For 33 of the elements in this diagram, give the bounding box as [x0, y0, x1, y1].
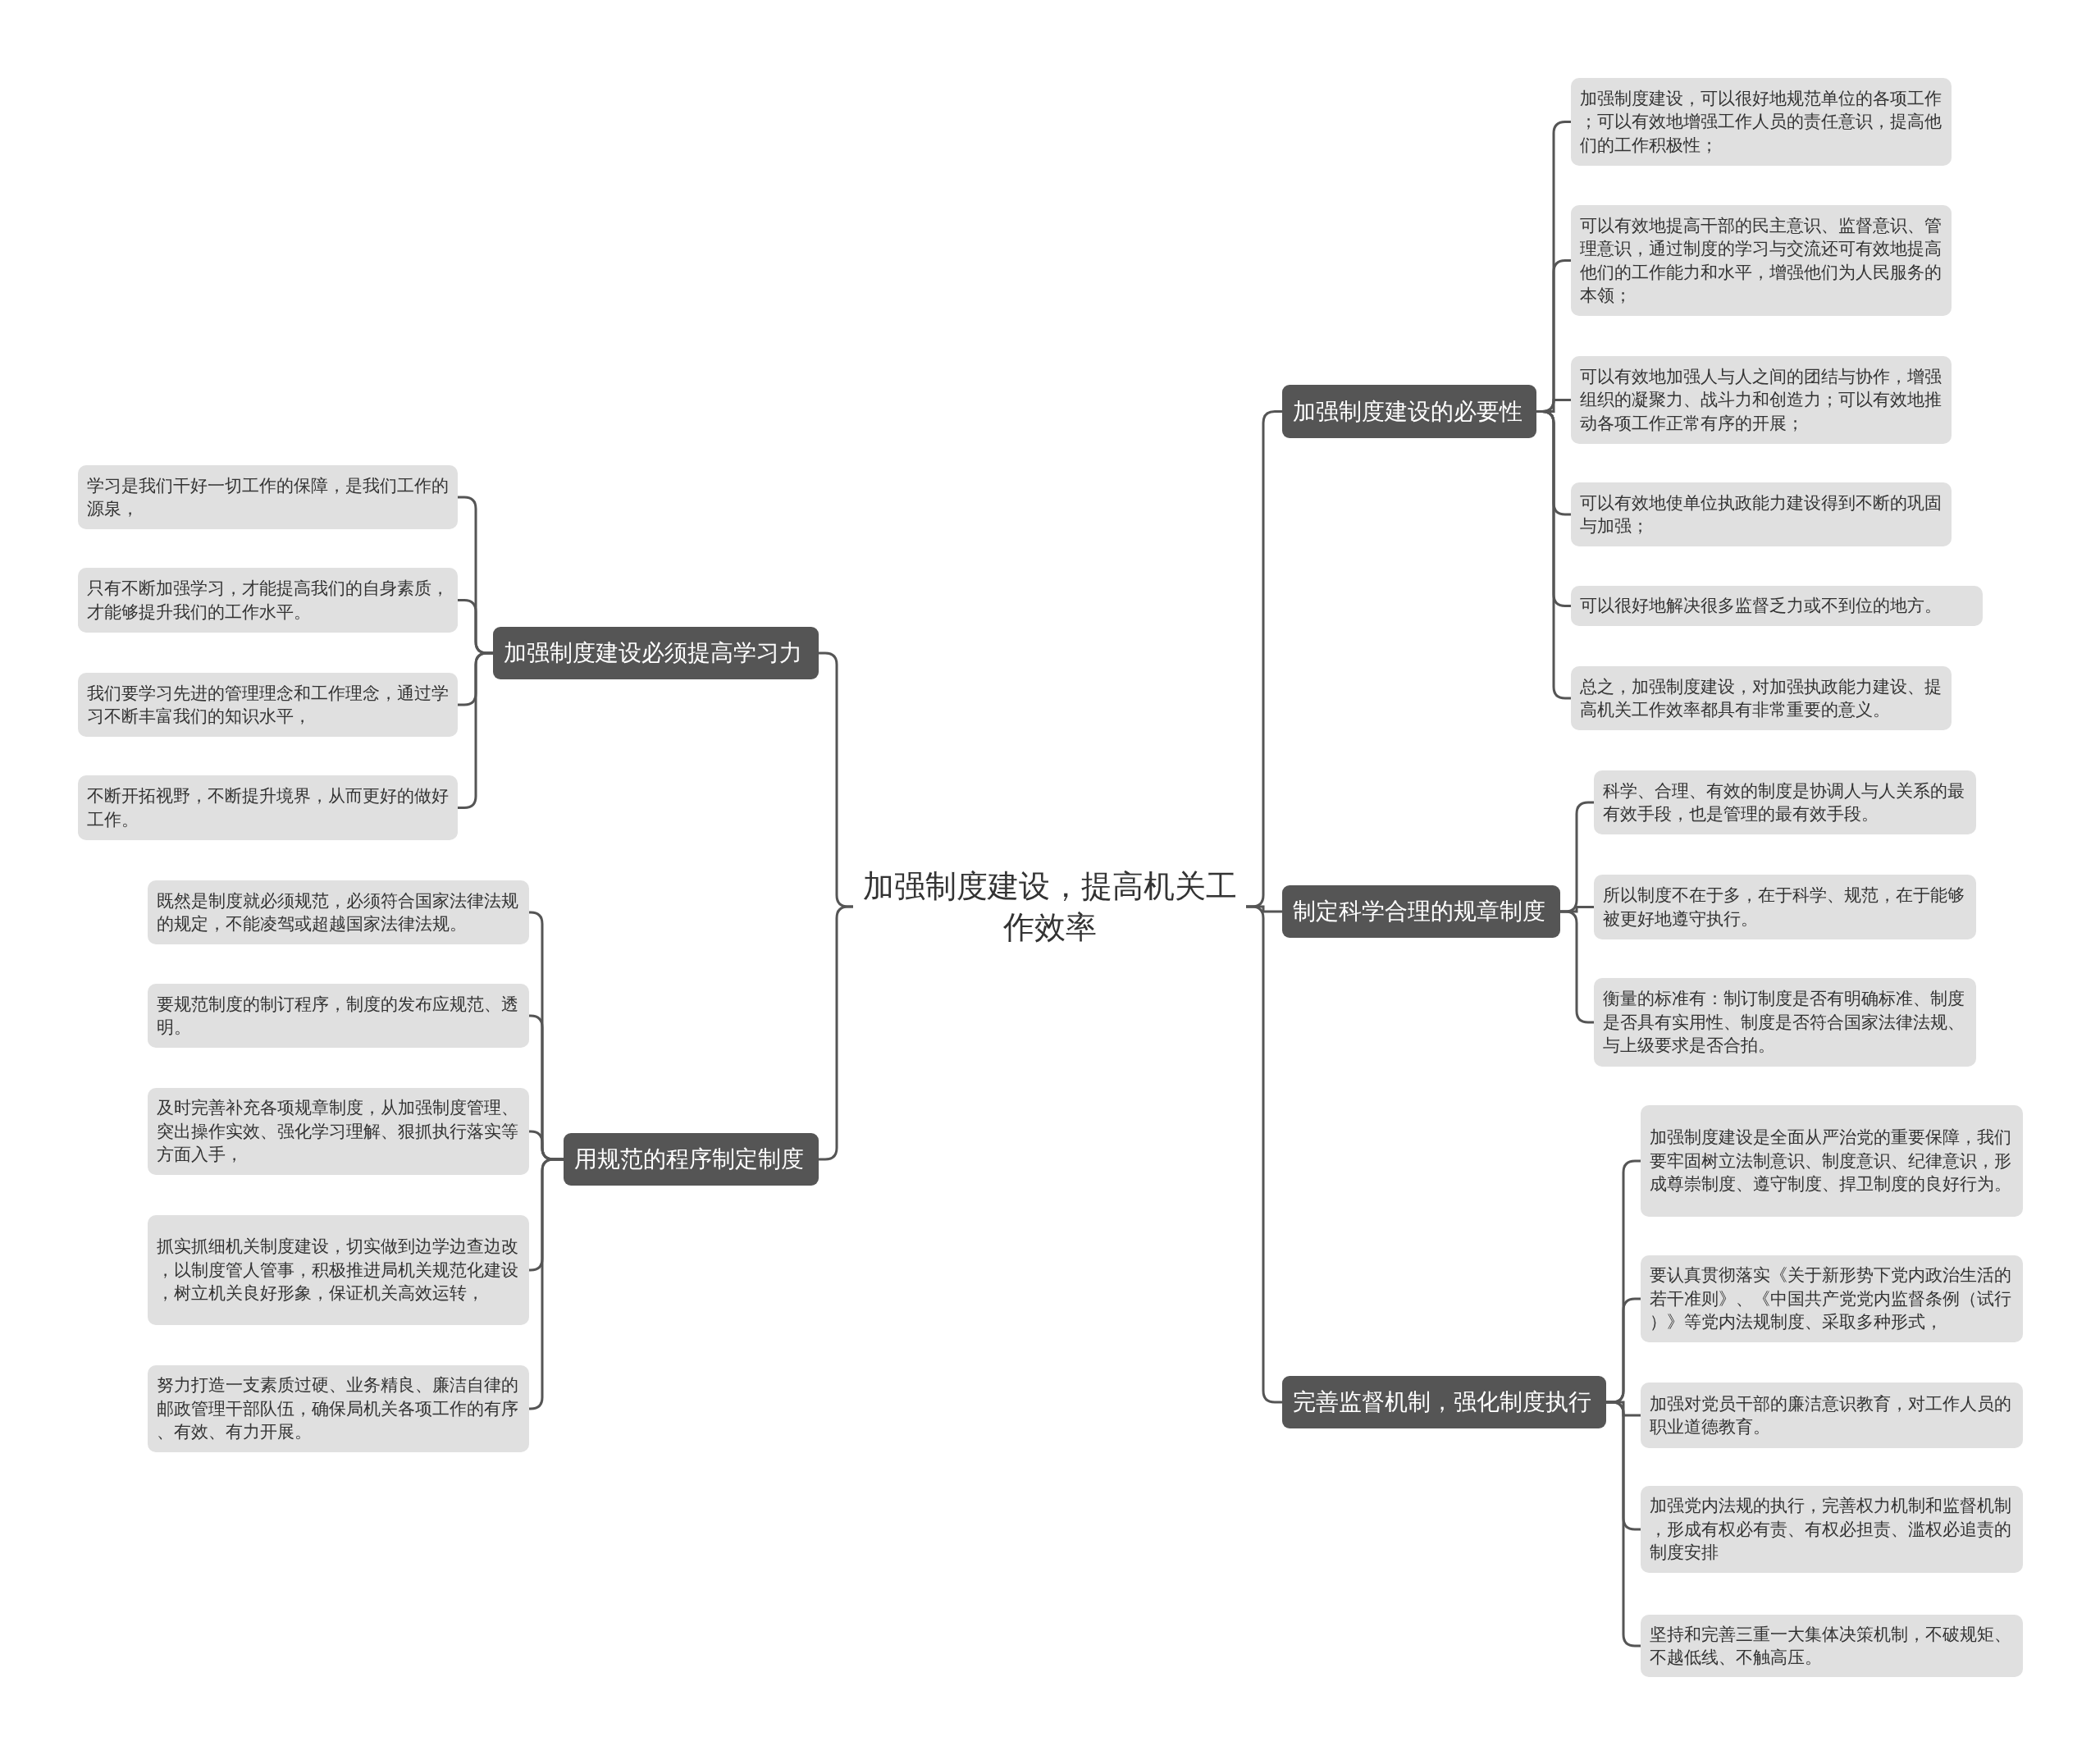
branch-topic: 制定科学合理的规章制度 [1282, 885, 1560, 938]
leaf-topic: 加强制度建设，可以很好地规范单位的各项工作；可以有效地增强工作人员的责任意识，提高他们的工作积极性； [1571, 78, 1952, 166]
leaf-topic: 坚持和完善三重一大集体决策机制，不破规矩、不越低线、不触高压。 [1641, 1615, 2023, 1677]
leaf-topic: 可以很好地解决很多监督乏力或不到位的地方。 [1571, 586, 1983, 626]
branch-topic: 用规范的程序制定制度 [564, 1133, 819, 1186]
leaf-topic: 抓实抓细机关制度建设，切实做到边学边查边改，以制度管人管事，积极推进局机关规范化建设，树立机关良好形象，保证机关高效运转， [148, 1215, 529, 1325]
branch-topic: 加强制度建设必须提高学习力 [493, 627, 819, 679]
leaf-topic: 努力打造一支素质过硬、业务精良、廉洁自律的邮政管理干部队伍，确保局机关各项工作的有序、有效、有力开展。 [148, 1365, 529, 1452]
central-topic: 加强制度建设，提高机关工作效率 [853, 864, 1246, 949]
leaf-topic: 科学、合理、有效的制度是协调人与人关系的最有效手段，也是管理的最有效手段。 [1594, 770, 1976, 834]
branch-topic: 完善监督机制，强化制度执行 [1282, 1376, 1606, 1428]
leaf-topic: 及时完善补充各项规章制度，从加强制度管理、突出操作实效、强化学习理解、狠抓执行落实等方面入手， [148, 1088, 529, 1175]
connector-line [458, 651, 493, 809]
leaf-topic: 加强党内法规的执行，完善权力机制和监督机制，形成有权必有责、有权必担责、滥权必追责的制度安排 [1641, 1486, 2023, 1573]
leaf-topic: 可以有效地提高干部的民主意识、监督意识、管理意识，通过制度的学习与交流还可有效地提高他们的工作能力和水平，增强他们为人民服务的本领； [1571, 205, 1952, 316]
connector-line [1606, 1401, 1641, 1648]
leaf-topic: 学习是我们干好一切工作的保障，是我们工作的源泉， [78, 465, 458, 529]
leaf-topic: 所以制度不在于多，在于科学、规范，在于能够被更好地遵守执行。 [1594, 875, 1976, 939]
leaf-topic: 我们要学习先进的管理理念和工作理念，通过学习不断丰富我们的知识水平， [78, 673, 458, 737]
leaf-topic: 不断开拓视野，不断提升境界，从而更好的做好工作。 [78, 775, 458, 840]
leaf-topic: 加强对党员干部的廉洁意识教育，对工作人员的职业道德教育。 [1641, 1383, 2023, 1448]
leaf-topic: 要规范制度的制订程序，制度的发布应规范、透明。 [148, 984, 529, 1048]
branch-topic: 加强制度建设的必要性 [1282, 385, 1536, 438]
leaf-topic: 衡量的标准有：制订制度是否有明确标准、制度是否具有实用性、制度是否符合国家法律法规、与上级要求是否合拍。 [1594, 978, 1976, 1067]
connector-line [819, 905, 853, 1161]
leaf-topic: 总之，加强制度建设，对加强执政能力建设、提高机关工作效率都具有非常重要的意义。 [1571, 666, 1952, 730]
leaf-topic: 要认真贯彻落实《关于新形势下党内政治生活的若干准则》、《中国共产党党内监督条例（试行）》等党内法规制度、采取多种形式， [1641, 1255, 2023, 1342]
leaf-topic: 只有不断加强学习，才能提高我们的自身素质，才能够提升我们的工作水平。 [78, 568, 458, 633]
leaf-topic: 可以有效地加强人与人之间的团结与协作，增强组织的凝聚力、战斗力和创造力；可以有效地推动各项工作正常有序的开展； [1571, 356, 1952, 444]
leaf-topic: 加强制度建设是全面从严治党的重要保障，我们要牢固树立法制意识、制度意识、纪律意识，形成尊崇制度、遵守制度、捍卫制度的良好行为。 [1641, 1105, 2023, 1217]
leaf-topic: 既然是制度就必须规范，必须符合国家法律法规的规定，不能凌驾或超越国家法律法规。 [148, 880, 529, 944]
connector-line [1560, 910, 1594, 1024]
leaf-topic: 可以有效地使单位执政能力建设得到不断的巩固与加强； [1571, 482, 1952, 546]
